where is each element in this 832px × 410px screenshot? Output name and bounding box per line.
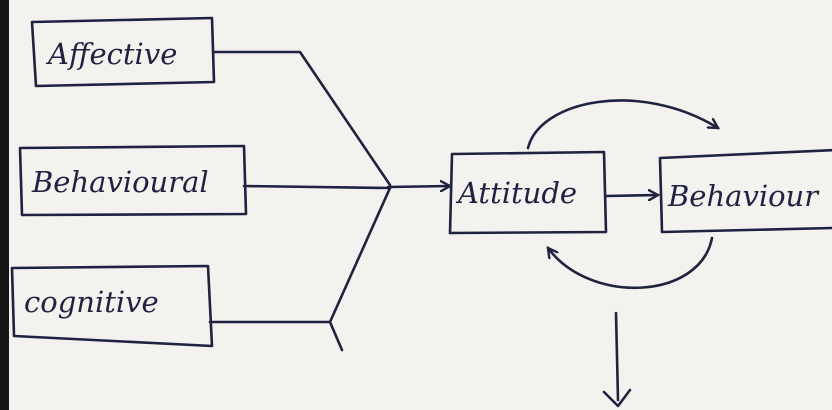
label-cognitive: cognitive [24,285,159,319]
label-behaviour: Behaviour [667,179,820,213]
line-affective [212,50,392,187]
label-affective: Affective [45,37,177,71]
box-behaviour: Behaviour [658,148,832,234]
box-affective: Affective [30,16,216,88]
label-behavioural: Behavioural [31,165,209,199]
page-edge [0,0,9,410]
line-cognitive [208,186,392,324]
down-arrow-line [614,311,620,402]
arrow-to-attitude [386,186,450,187]
arc-bottom-arrow [548,236,714,289]
down-arrow-head [602,388,632,408]
label-attitude: Attitude [455,176,577,210]
arrow-attitude-to-behaviour [604,195,658,196]
arc-top-arrow [526,99,718,150]
line-cognitive-tail [328,320,344,352]
converging-lines [208,50,450,352]
box-behavioural: Behavioural [18,144,248,217]
line-behavioural [242,184,392,190]
box-attitude: Attitude [448,150,608,235]
box-cognitive: cognitive [10,264,214,348]
